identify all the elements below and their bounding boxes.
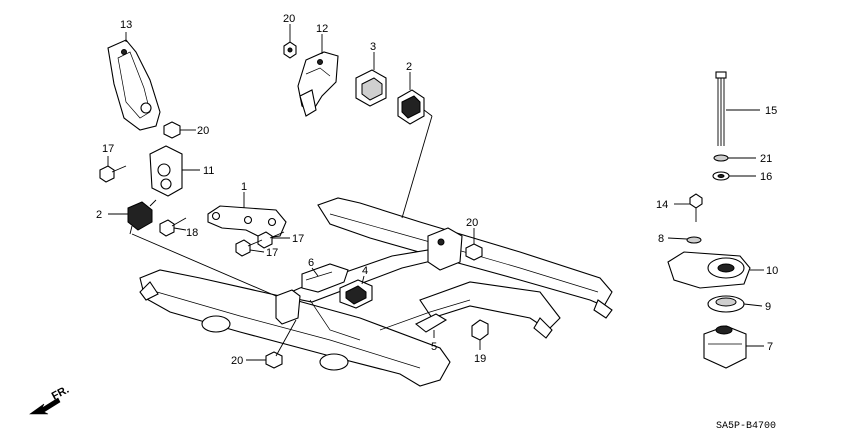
part-2-mount-upper [397,89,433,125]
nut-20-middle-left [163,121,181,139]
front-direction-arrow: FR. [29,384,71,415]
bolt-17-lower [235,239,263,257]
callout-20-subframe: 20 [466,217,478,229]
callout-21: 21 [760,153,772,165]
callout-4: 4 [362,265,368,277]
nut-20-subframe [465,243,483,261]
part-19-nut [471,319,489,341]
callout-15: 15 [765,105,777,117]
diagram-code: SA5P-B4700 [716,421,776,432]
part-11-mount [149,145,183,197]
callout-10: 10 [766,265,778,277]
bolt-17-upper [99,165,127,183]
bolt-17-middle [257,231,285,249]
part-6-bracket [301,263,349,293]
part-2-mount-lower [127,199,157,235]
arrow-icon [29,397,61,415]
callout-14: 14 [656,199,668,211]
callout-1: 1 [241,181,247,193]
washer-21 [713,154,729,162]
callout-2-upper: 2 [406,61,412,73]
part-1-bracket [207,205,287,239]
leader-lines [107,24,764,361]
bolt-14 [689,193,703,222]
callout-labels: 13 20 12 3 2 20 17 11 1 2 18 17 17 20 6 … [96,13,778,367]
bushing-7 [703,325,747,369]
callout-17-upper: 17 [102,143,114,155]
ring-9 [707,295,745,313]
bolt-18 [159,217,187,237]
callout-6: 6 [308,257,314,269]
part-3-rubber-mount [355,69,387,107]
callout-20-lower: 20 [231,355,243,367]
part-12-bracket [297,51,339,117]
callout-7: 7 [767,341,773,353]
washer-8 [686,236,702,244]
callout-20-left: 20 [197,125,209,137]
callout-2-lower: 2 [96,209,102,221]
callout-8: 8 [658,233,664,245]
callout-13: 13 [120,19,132,31]
callout-17-middle: 17 [292,233,304,245]
part-13-bracket [107,39,161,131]
nut-20-lower [265,351,283,369]
callout-9: 9 [765,301,771,313]
front-subframe [139,197,613,387]
part-4-mount [339,279,373,309]
mount-10 [667,251,751,289]
callout-19: 19 [474,353,486,365]
callout-20-top: 20 [283,13,295,25]
callout-5: 5 [431,341,437,353]
callout-3: 3 [370,41,376,53]
callout-17-lower: 17 [266,247,278,259]
direction-label: FR. [50,384,71,403]
callout-18: 18 [186,227,198,239]
washer-16 [712,171,730,181]
callout-12: 12 [316,23,328,35]
part-5-clip [414,313,448,333]
bolt-15 [715,71,727,146]
callout-11: 11 [203,165,214,177]
nut-20-top [283,41,297,59]
callout-16: 16 [760,171,772,183]
